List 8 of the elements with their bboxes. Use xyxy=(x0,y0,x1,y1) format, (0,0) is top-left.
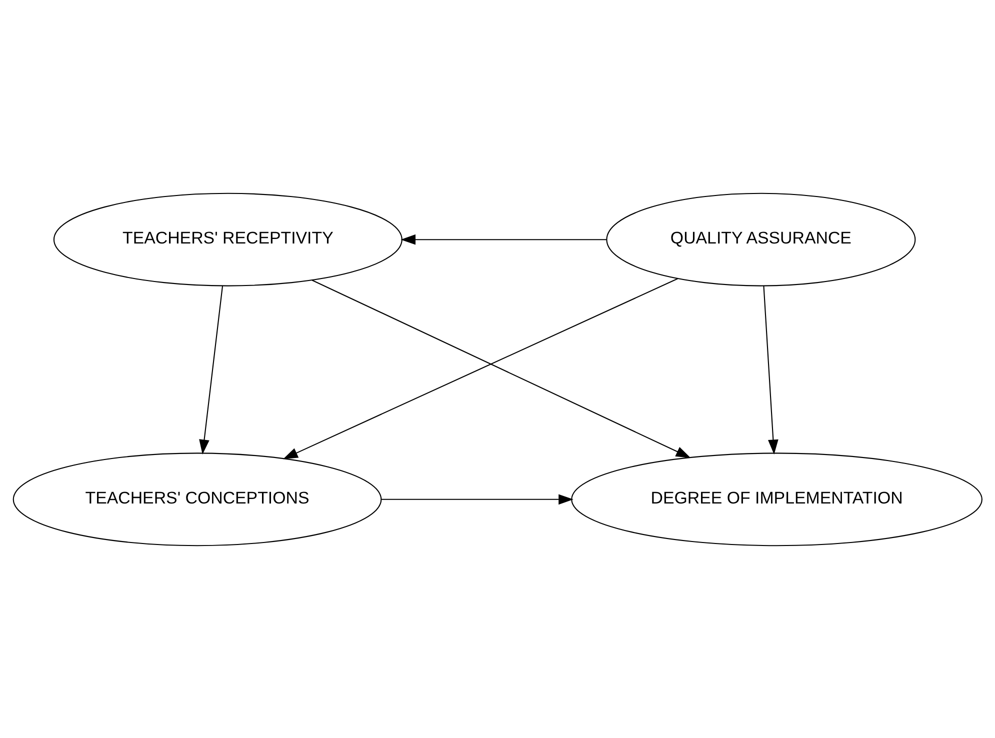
node-ellipse: DEGREE OF IMPLEMENTATION xyxy=(571,452,982,546)
arrow xyxy=(400,234,607,244)
arrow xyxy=(763,286,778,454)
node-ellipse: TEACHERS' CONCEPTIONS xyxy=(12,452,382,546)
node-ellipse: TEACHERS' RECEPTIVITY xyxy=(53,192,402,286)
arrow xyxy=(381,494,574,504)
node-ellipse: QUALITY ASSURANCE xyxy=(606,192,916,286)
arrow xyxy=(199,286,224,454)
